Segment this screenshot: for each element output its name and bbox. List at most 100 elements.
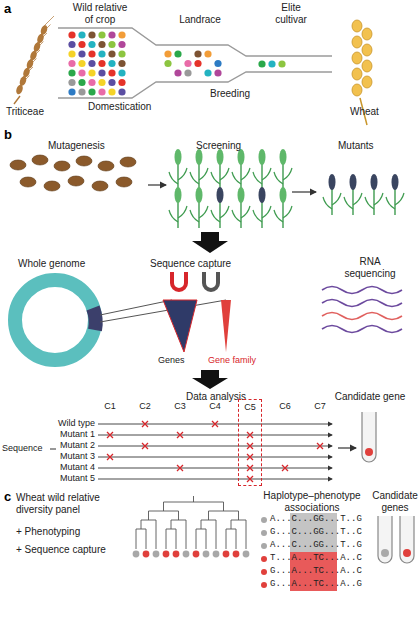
mutation-mark <box>107 454 113 460</box>
diversity-dot <box>88 31 95 38</box>
capture-line <box>100 300 226 322</box>
sequence-line <box>98 468 332 469</box>
text-label: Haplotype–phenotype associations <box>256 490 368 513</box>
mutation-mark <box>247 432 253 438</box>
plant-leaf <box>211 210 220 222</box>
step-arrow <box>338 447 356 448</box>
diversity-dot <box>108 31 115 38</box>
plant-leaf <box>241 168 250 180</box>
plant-leaf <box>169 172 178 184</box>
highlight-column: C5 <box>238 399 262 486</box>
diversity-dot <box>214 60 221 67</box>
plant-head <box>175 149 182 165</box>
wheat-grain <box>352 52 362 64</box>
tree-branch <box>208 511 209 520</box>
tree-branch <box>136 538 137 549</box>
plant-leaf <box>178 168 187 180</box>
panel-letter: a <box>4 2 18 17</box>
text-label: + Phenotyping <box>16 526 128 538</box>
gene-dot <box>365 448 373 456</box>
text-label: Candidate gene <box>332 391 408 403</box>
text-label: Mutagenesis <box>48 140 128 152</box>
tree-branch <box>226 538 227 549</box>
plant-head <box>238 149 245 165</box>
text-label: Whole genome <box>18 258 98 270</box>
magnet-symbol <box>172 272 186 290</box>
tree-branch <box>236 538 237 549</box>
awn <box>34 42 44 52</box>
tree-branch <box>148 511 149 520</box>
column-label: C5 <box>239 402 261 412</box>
phenotype-dot <box>153 551 160 558</box>
wheat-grain <box>362 44 372 56</box>
mutation-mark <box>247 443 253 449</box>
diversity-dot <box>98 41 105 48</box>
plant-stem <box>394 189 395 215</box>
plant-stem <box>240 164 241 190</box>
diversity-dot <box>68 88 75 95</box>
diversity-dot <box>68 50 75 57</box>
text-label: Mutant 1 <box>40 429 95 439</box>
plant-head <box>217 187 224 203</box>
plant-leaf <box>241 206 250 218</box>
diversity-dot <box>164 60 171 67</box>
seed <box>10 160 26 170</box>
plant-head <box>196 149 203 165</box>
plant-stem <box>261 202 262 228</box>
text-label: Wheat wild relative diversity panel <box>16 492 128 515</box>
genes-wedge <box>163 300 197 352</box>
tree-branch <box>246 520 247 529</box>
tree-branch <box>156 520 157 529</box>
tree-branch <box>231 520 232 529</box>
tree-branch <box>146 538 147 549</box>
flow-arrow <box>192 370 228 389</box>
awn <box>23 67 33 77</box>
flow-arrow <box>192 232 228 253</box>
text-label: C7 <box>305 401 335 411</box>
diversity-dot <box>268 60 275 67</box>
plant-leaf <box>274 172 283 184</box>
phenotype-dot <box>193 551 200 558</box>
plant-head <box>350 174 357 190</box>
test-tube <box>362 412 376 462</box>
diversity-dot <box>108 60 115 67</box>
plant-leaf <box>253 172 262 184</box>
plant-head <box>238 187 245 203</box>
plant-leaf <box>323 197 332 209</box>
test-tube <box>400 516 414 563</box>
tree-branch <box>246 529 247 549</box>
tree-branch <box>216 520 217 529</box>
plant-stem <box>282 164 283 190</box>
diversity-dot <box>78 41 85 48</box>
magnet-symbol <box>204 272 218 290</box>
wheat-grain <box>362 28 372 40</box>
funnel-outline <box>58 28 332 56</box>
mutation-mark <box>142 421 148 427</box>
diversity-dot <box>108 50 115 57</box>
awn <box>20 76 30 86</box>
plant-stem <box>177 164 178 190</box>
wheat-grain <box>352 84 362 96</box>
plant-leaf <box>232 172 241 184</box>
plant-head <box>259 187 266 203</box>
plant-stem <box>198 202 199 228</box>
plant-stem <box>177 202 178 228</box>
tree-branch <box>176 538 177 549</box>
plant-head <box>259 149 266 165</box>
wheat-grain <box>352 68 362 80</box>
diversity-dot <box>68 31 75 38</box>
plant-leaf <box>262 168 271 180</box>
test-tube <box>378 516 392 563</box>
diversity-dot <box>88 79 95 86</box>
tree-branch <box>156 529 157 549</box>
mutation-mark <box>247 476 253 482</box>
seed <box>32 155 48 165</box>
text-label: RNA sequencing <box>334 256 406 279</box>
seed <box>54 161 70 171</box>
wheat-grain <box>362 60 372 72</box>
text-label: C3 <box>165 401 195 411</box>
tree-branch <box>206 538 207 549</box>
mutation-mark <box>282 465 288 471</box>
text-label: Mutant 5 <box>40 473 95 483</box>
phenotype-dot <box>213 551 220 558</box>
